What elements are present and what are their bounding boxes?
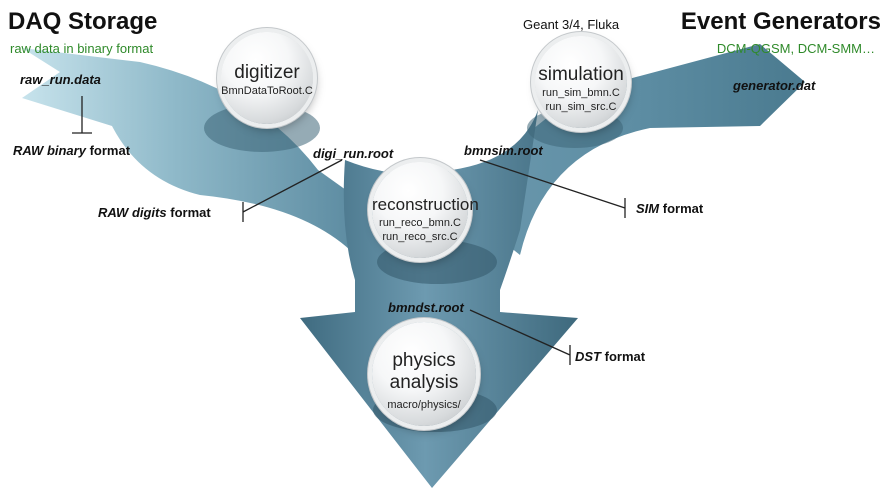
analysis-title-line2: analysis xyxy=(389,372,459,393)
analysis-macro: macro/physics/ xyxy=(387,399,461,411)
event-generators-subtitle: DCM-QGSM, DCM-SMM… xyxy=(716,41,875,56)
digitizer-title: digitizer xyxy=(234,62,300,83)
generator-file-label: generator.dat xyxy=(733,78,816,93)
simulation-macro-bmn: run_sim_bmn.C xyxy=(542,87,620,99)
daq-storage-title: DAQ Storage xyxy=(8,8,158,35)
daq-storage-subtitle: raw data in binary format xyxy=(10,41,154,56)
simulation-title: simulation xyxy=(538,64,624,85)
raw-binary-connector xyxy=(72,96,92,134)
analysis-title-line1: physics xyxy=(392,350,456,371)
digitizer-macro: BmnDataToRoot.C xyxy=(221,85,313,97)
dst-connector xyxy=(469,309,571,365)
simulation-macro-src: run_sim_src.C xyxy=(545,101,617,113)
sim-format-label: SIM format xyxy=(636,201,704,216)
generator-tools-label: Geant 3/4, Fluka xyxy=(523,17,620,32)
sim-connector xyxy=(479,159,626,218)
generator-arrow-arm xyxy=(470,44,805,255)
digitizer-node: digitizer BmnDataToRoot.C xyxy=(221,32,313,124)
main-arrow-stream xyxy=(300,110,578,488)
raw-run-file-label: raw_run.data xyxy=(20,72,101,87)
daq-arrow-arm xyxy=(22,48,360,250)
bmnsim-file-label: bmnsim.root xyxy=(464,143,543,158)
raw-digits-connector xyxy=(242,159,343,222)
raw-binary-format-label: RAW binary format xyxy=(13,143,131,158)
dst-format-label: DST format xyxy=(575,349,646,364)
simulation-node: simulation run_sim_bmn.C run_sim_src.C xyxy=(535,36,627,128)
reconstruction-macro-src: run_reco_src.C xyxy=(382,231,458,243)
reconstruction-macro-bmn: run_reco_bmn.C xyxy=(379,217,461,229)
reconstruction-node: reconstruction run_reco_bmn.C run_reco_s… xyxy=(372,162,479,258)
physics-analysis-node: physics analysis macro/physics/ xyxy=(372,322,476,426)
bmndst-file-label: bmndst.root xyxy=(388,300,464,315)
digi-run-file-label: digi_run.root xyxy=(313,146,394,161)
reconstruction-title: reconstruction xyxy=(372,195,479,214)
raw-digits-format-label: RAW digits format xyxy=(98,205,211,220)
event-generators-title: Event Generators xyxy=(680,8,881,35)
